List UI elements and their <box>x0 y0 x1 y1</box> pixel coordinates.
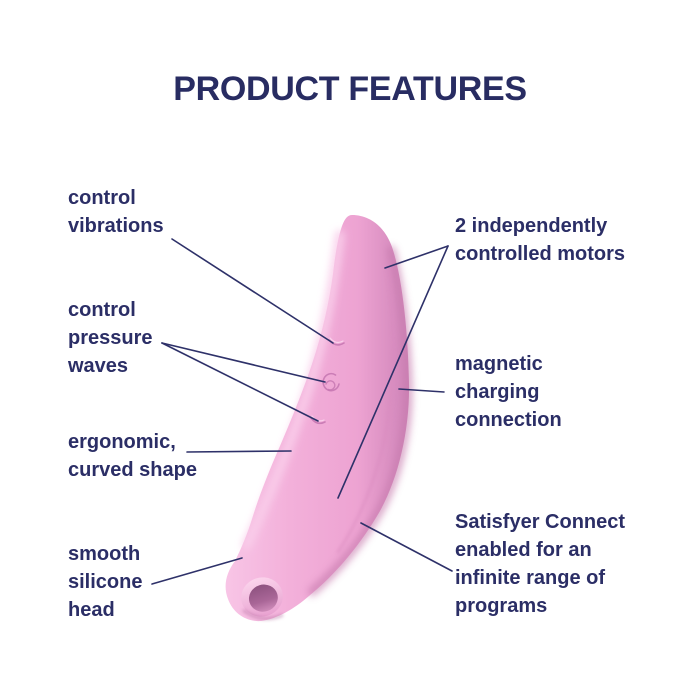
feature-label-ergonomic-curved-shape: ergonomic, curved shape <box>68 431 197 481</box>
opening-shadow <box>242 608 284 621</box>
feature-label-smooth-silicone-head: smooth silicone head <box>68 543 143 621</box>
line-motors-lower <box>337 245 449 499</box>
connector-lines <box>151 238 453 585</box>
page-title: PRODUCT FEATURES <box>173 70 527 108</box>
feature-label-magnetic-charging: magnetic charging connection <box>455 353 562 431</box>
line-pressure-waves-upper <box>161 342 326 383</box>
body-seam <box>336 260 395 554</box>
line-magnetic <box>398 388 445 393</box>
line-silicone-head <box>151 557 243 585</box>
body-highlight <box>242 230 345 550</box>
suction-opening <box>241 577 283 617</box>
wave-button-icon <box>322 372 340 392</box>
body-shade <box>308 246 413 596</box>
line-ergonomic <box>186 450 292 453</box>
feature-label-satisfyer-connect: Satisfyer Connect enabled for an infinit… <box>455 511 626 617</box>
feature-label-control-vibrations: control vibrations <box>68 187 164 237</box>
device-body <box>225 215 413 622</box>
line-pressure-waves-lower <box>161 342 319 422</box>
feature-label-two-motors: 2 independently controlled motors <box>455 215 626 265</box>
line-control-vibrations <box>171 238 334 344</box>
pressure-button-icon <box>310 417 326 425</box>
device-outline <box>225 215 410 622</box>
opening-hole <box>248 584 278 612</box>
line-motors-upper <box>384 245 449 269</box>
feature-label-control-pressure-waves: control pressure waves <box>68 299 153 377</box>
vibration-button-highlight <box>329 337 344 344</box>
line-connect <box>360 522 453 572</box>
wave-button-inner-icon <box>325 380 336 391</box>
